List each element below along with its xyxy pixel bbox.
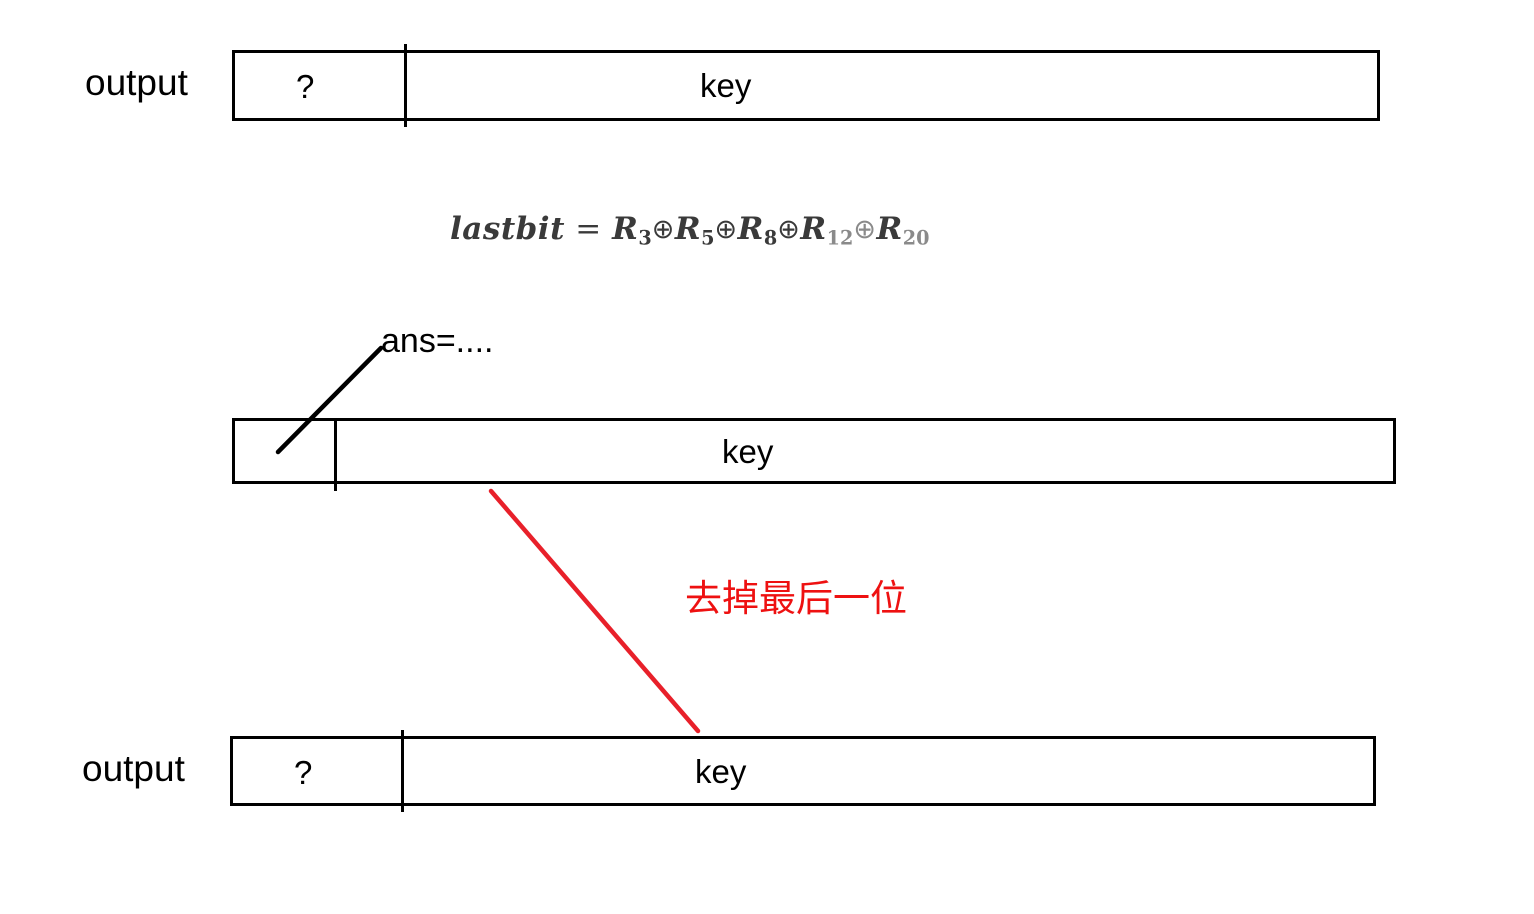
formula-lhs: lastbit bbox=[450, 211, 565, 247]
xor-icon-3: ⊕ bbox=[777, 214, 801, 245]
xor-icon-2: ⊕ bbox=[714, 214, 738, 245]
red-note-remove-last-bit: 去掉最后一位 bbox=[685, 577, 907, 620]
formula-term-5: R20 bbox=[876, 211, 930, 250]
formula-term-4: R12 bbox=[800, 211, 854, 250]
output-bitstring-box-top bbox=[232, 50, 1380, 121]
formula-term-2: R5 bbox=[674, 211, 715, 250]
key-label-bottom: key bbox=[695, 753, 747, 790]
cell-divider-bottom bbox=[401, 730, 404, 812]
key-label-middle: key bbox=[722, 433, 774, 470]
formula-term-3: R8 bbox=[737, 211, 778, 250]
unknown-bit-label-bottom: ? bbox=[294, 754, 313, 791]
lastbit-formula: lastbit = R3⊕R5⊕R8⊕R12⊕R20 bbox=[450, 214, 930, 248]
output-bitstring-box-bottom bbox=[230, 736, 1376, 806]
cell-divider-middle bbox=[334, 421, 337, 491]
remove-last-bit-leader-line bbox=[488, 488, 701, 734]
output-label-top: output bbox=[85, 62, 188, 103]
output-label-bottom: output bbox=[82, 748, 185, 789]
formula-term-1: R3 bbox=[612, 211, 652, 250]
formula-equals: = bbox=[575, 211, 602, 247]
ans-annotation-label: ans=.... bbox=[381, 322, 494, 360]
xor-icon-1: ⊕ bbox=[651, 214, 675, 245]
key-label-top: key bbox=[700, 67, 752, 104]
cell-divider-top bbox=[404, 44, 407, 127]
key-bitstring-box-middle bbox=[232, 418, 1396, 484]
unknown-bit-label-top: ? bbox=[296, 68, 315, 105]
xor-icon-4: ⊕ bbox=[853, 214, 877, 245]
